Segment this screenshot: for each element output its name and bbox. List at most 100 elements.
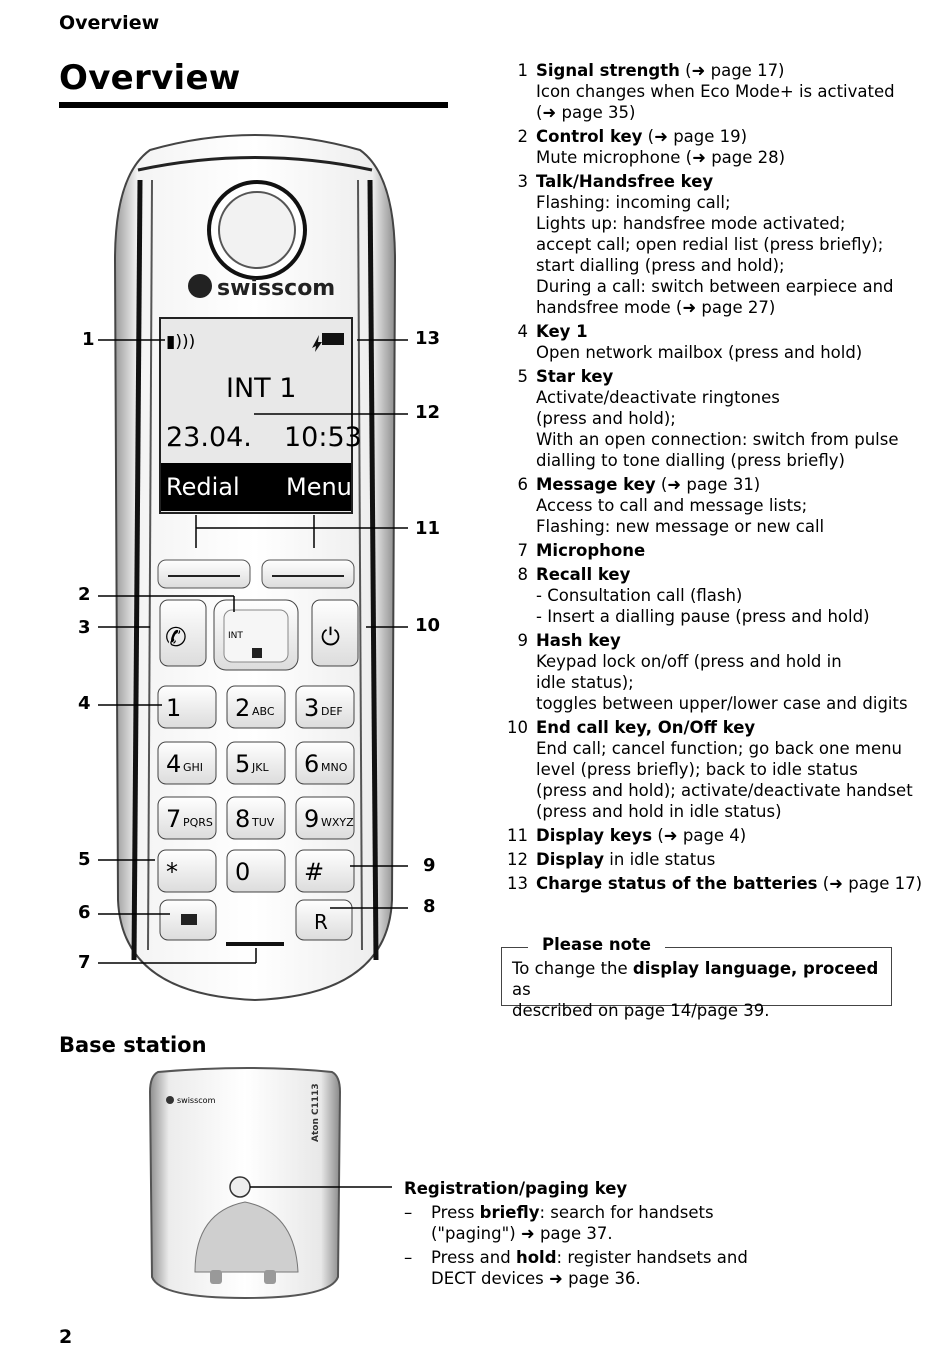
base-brand: swisscom <box>177 1096 216 1105</box>
note-title: Please note <box>528 935 665 954</box>
legend-line: Lights up: handsfree mode activated; <box>536 214 846 233</box>
keypad-key[interactable] <box>157 796 217 840</box>
legend-suffix: (➜ page 4) <box>652 826 747 845</box>
title-rule <box>59 102 448 108</box>
running-header: Overview <box>59 12 160 34</box>
recall-key <box>295 899 353 941</box>
legend-title: Recall key <box>536 565 631 584</box>
note-text: To change the display language, proceed … <box>512 959 879 1020</box>
base-station-heading: Base station <box>59 1033 207 1057</box>
keypad-key[interactable] <box>226 849 286 893</box>
legend-title: Control key <box>536 127 643 146</box>
legend-line: Access to call and message lists; <box>536 496 808 515</box>
legend-title: Display <box>536 850 605 869</box>
legend-line: handsfree mode (➜ page 27) <box>536 298 776 317</box>
legend-line: Mute microphone (➜ page 28) <box>536 148 786 167</box>
legend-number: 5 <box>517 367 529 386</box>
talk-key <box>159 599 207 667</box>
keypad-digit: * <box>166 858 178 886</box>
legend-line: - Consultation call (flash) <box>536 586 743 605</box>
keypad-letters: GHI <box>183 761 203 774</box>
keypad-key[interactable] <box>226 741 286 785</box>
keypad-digit: 2 <box>235 694 250 722</box>
legend-suffix: (➜ page 31) <box>655 475 761 494</box>
callout-1: 1 <box>82 329 95 350</box>
legend-title: Display keys <box>536 826 653 845</box>
keypad-key[interactable] <box>157 741 217 785</box>
legend-title: Key 1 <box>536 322 588 341</box>
legend-number: 2 <box>517 127 529 146</box>
keypad-letters: JKL <box>251 761 269 774</box>
display-key-right <box>261 559 355 589</box>
keypad-key[interactable] <box>157 685 217 729</box>
keypad-digit: 6 <box>304 750 319 778</box>
callout-10: 10 <box>415 615 441 636</box>
keypad-digit: 0 <box>235 858 250 886</box>
softkey-left-label: Redial <box>166 473 240 501</box>
keypad-letters: WXYZ <box>321 816 354 829</box>
legend-line: - Insert a dialling pause (press and hol… <box>536 607 870 626</box>
keypad-key[interactable] <box>226 796 286 840</box>
legend-suffix: (➜ page 19) <box>642 127 748 146</box>
keypad-letters: PQRS <box>183 816 213 829</box>
legend-line: Activate/deactivate ringtones <box>536 388 780 407</box>
base-station-illustration: swisscom Aton C1113 <box>148 1067 392 1300</box>
keypad-key[interactable] <box>295 796 355 840</box>
keypad-digit: 1 <box>166 694 181 722</box>
keypad-key[interactable] <box>295 849 355 893</box>
keypad-letters: MNO <box>321 761 348 774</box>
bullet-paging: – Press briefly: search for handsets("pa… <box>404 1203 714 1243</box>
keypad-key[interactable] <box>295 685 355 729</box>
keypad-letters: DEF <box>321 705 343 718</box>
legend-line: Icon changes when Eco Mode+ is activated <box>536 82 895 101</box>
legend-line: level (press briefly); back to idle stat… <box>536 760 858 779</box>
display-line1: INT 1 <box>226 373 296 404</box>
recall-key-label: R <box>314 910 328 934</box>
legend-title: Microphone <box>536 541 646 560</box>
registration-key-title: Registration/paging key <box>404 1179 628 1198</box>
callout-13: 13 <box>415 328 441 349</box>
display-date: 23.04. <box>166 422 252 453</box>
legend-line: With an open connection: switch from pul… <box>536 430 899 449</box>
legend-number: 7 <box>517 541 529 560</box>
legend-suffix: in idle status <box>604 850 716 869</box>
keypad-letters: ABC <box>252 705 275 718</box>
callout-3: 3 <box>78 617 91 638</box>
envelope-icon <box>181 914 197 925</box>
callout-8: 8 <box>423 896 436 917</box>
end-call-key <box>311 599 359 667</box>
legend-line: Keypad lock on/off (press and hold in <box>536 652 842 671</box>
keypad-digit: 8 <box>235 805 250 833</box>
registration-key-description: Registration/paging key – Press briefly:… <box>404 1178 764 1289</box>
callout-9: 9 <box>423 855 436 876</box>
brand-logo-icon <box>188 274 212 298</box>
legend-suffix: (➜ page 17) <box>817 874 923 893</box>
legend-title: Hash key <box>536 631 621 650</box>
keypad-key[interactable] <box>226 685 286 729</box>
keypad-letters: TUV <box>251 816 275 829</box>
signal-strength-icon: ▮))) <box>166 332 195 352</box>
callout-6: 6 <box>78 902 91 923</box>
legend-number: 8 <box>517 565 529 584</box>
legend-item: 7 Microphone <box>498 540 893 561</box>
note-box <box>501 947 892 1006</box>
keypad-key[interactable] <box>295 741 355 785</box>
registration-paging-key <box>229 1176 251 1198</box>
callout-5: 5 <box>78 849 91 870</box>
keypad-key[interactable] <box>157 849 217 893</box>
legend-line: Flashing: incoming call; <box>536 193 731 212</box>
legend-title: Message key <box>536 475 656 494</box>
display-key-left <box>157 559 251 589</box>
legend-title: End call key, On/Off key <box>536 718 756 737</box>
page-number: 2 <box>59 1326 73 1348</box>
legend-line: During a call: switch between earpiece a… <box>536 277 894 296</box>
legend-title: Signal strength <box>536 61 680 80</box>
